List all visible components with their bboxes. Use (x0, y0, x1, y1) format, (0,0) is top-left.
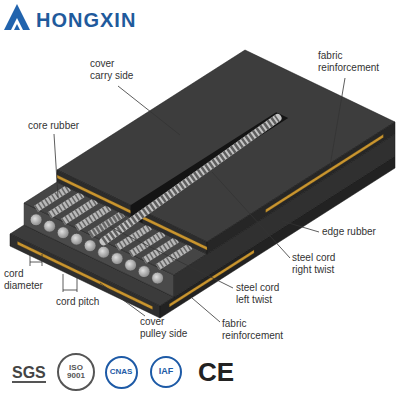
leader-line (110, 227, 233, 288)
leader-line (330, 78, 345, 166)
logo-icon (4, 4, 30, 30)
part-label: edge rubber (322, 226, 376, 238)
leader-line (100, 283, 145, 316)
certification-mark: SGS (12, 363, 46, 382)
cord-end (57, 227, 69, 239)
logo-icon (14, 24, 20, 30)
steel-cord (104, 118, 278, 241)
dimension-tick (63, 274, 64, 292)
cord-end (111, 253, 123, 265)
cord-end (125, 259, 137, 271)
cord-end (98, 246, 110, 258)
certification-badge: ISO 9001 (57, 353, 95, 391)
leader-line (212, 172, 290, 258)
dimension-line (63, 290, 77, 291)
cord-twist (158, 246, 191, 267)
badge-text: CNAS (110, 368, 133, 376)
dimension-tick (77, 274, 78, 292)
top-cover-top (57, 50, 395, 242)
leader-line (54, 134, 58, 197)
dimension-tick (30, 254, 31, 266)
leader-line (282, 221, 319, 232)
cord-end (71, 233, 83, 245)
certification-badge: IAF (150, 356, 182, 388)
dimension-label: cord pitch (56, 296, 99, 308)
cord-end (84, 240, 96, 252)
part-label: core rubber (28, 120, 79, 132)
dimension-label: cord diameter (4, 268, 50, 292)
part-label: steel cord right twist (292, 252, 344, 276)
cord-end (30, 214, 42, 226)
certification-badge: CNAS (105, 356, 138, 389)
badge-text: IAF (159, 367, 174, 376)
leader-lines (30, 78, 345, 322)
cord-end (152, 272, 164, 284)
part-label: fabric reinforcement (222, 318, 292, 342)
leader-line (118, 86, 180, 135)
cord-end (44, 220, 56, 232)
part-label: steel cord left twist (236, 282, 288, 306)
cord-ends (30, 214, 164, 284)
brand-name: HONGXIN (36, 8, 136, 32)
certification-mark: CE (198, 357, 234, 388)
leader-line (192, 298, 220, 322)
dimension-tick (42, 254, 43, 266)
dimension-line (30, 262, 42, 263)
part-label: fabric reinforcement (318, 50, 388, 74)
part-label: cover carry side (90, 58, 138, 82)
fabric-strip (266, 135, 384, 213)
cord-end (138, 266, 150, 278)
logo-icon (11, 18, 23, 30)
badge-text: ISO 9001 (64, 364, 88, 381)
part-label: cover pulley side (140, 316, 190, 340)
cord-twist (104, 118, 278, 241)
steel-cord (158, 246, 191, 267)
logo-bar (12, 381, 46, 383)
